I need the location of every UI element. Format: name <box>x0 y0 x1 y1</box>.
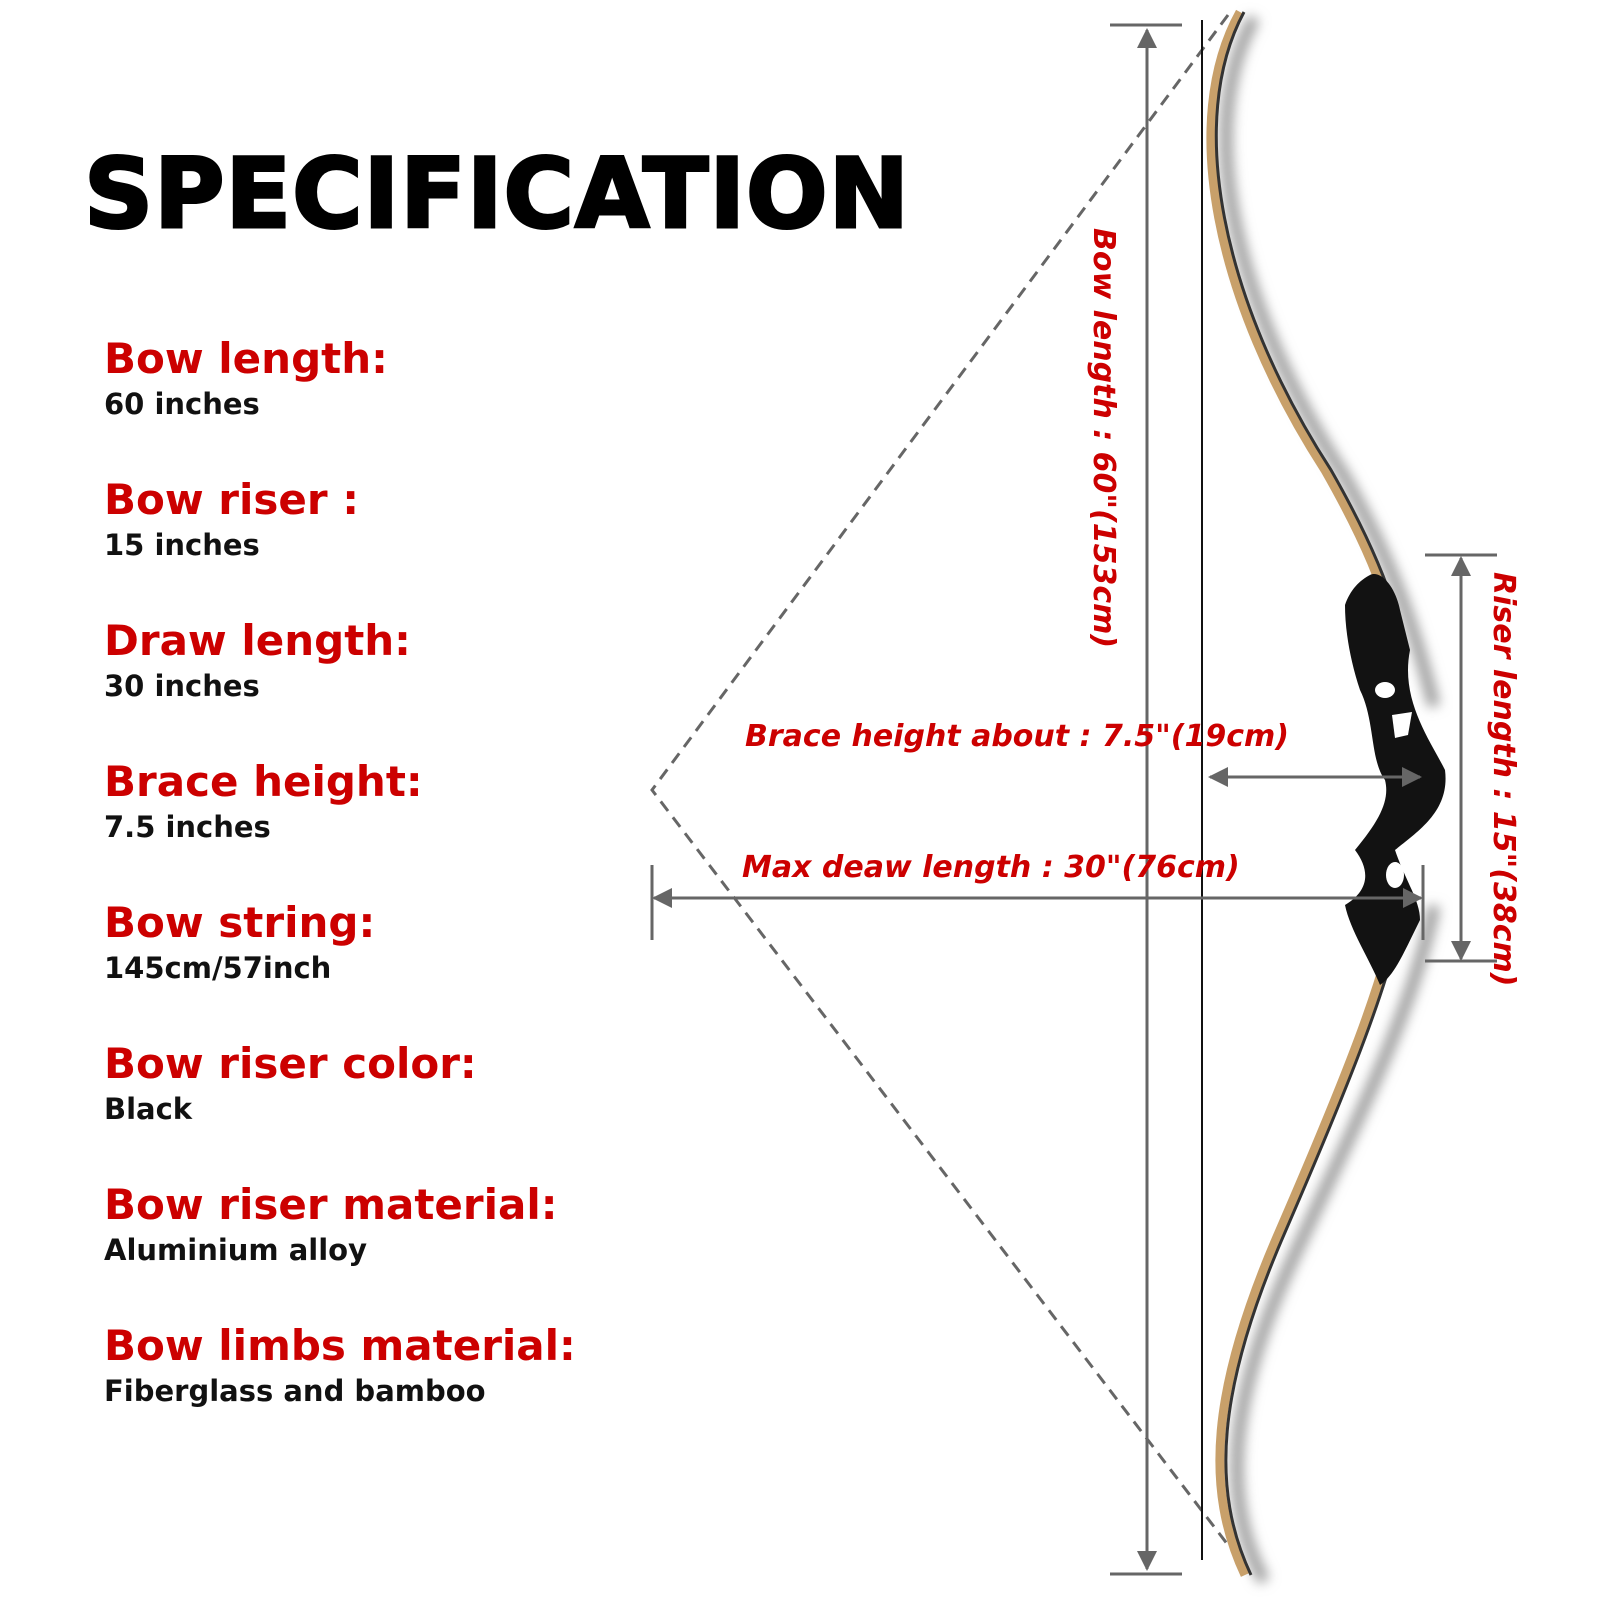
spec-label: Bow length: <box>104 334 388 383</box>
spec-value: 30 inches <box>104 669 260 703</box>
spec-label: Bow string: <box>104 898 376 947</box>
bow-length-annotation: Bow length : 60"(153cm) <box>1086 228 1121 648</box>
spec-item: Brace height: 7.5 inches <box>104 757 423 847</box>
spec-label: Bow riser material: <box>104 1180 558 1229</box>
riser-length-annotation: Riser length : 15"(38cm) <box>1486 572 1521 986</box>
spec-label: Bow riser : <box>104 475 360 524</box>
spec-value: 15 inches <box>104 528 260 562</box>
page-title: SPECIFICATION <box>83 137 911 252</box>
spec-item: Bow riser : 15 inches <box>104 475 359 565</box>
spec-label: Brace height: <box>104 757 423 806</box>
draw-guide-dashed <box>650 14 1230 1546</box>
spec-value: 60 inches <box>104 387 260 421</box>
lower-limb <box>1215 899 1405 1577</box>
spec-label: Draw length: <box>104 616 411 665</box>
spec-value: Fiberglass and bamboo <box>104 1374 486 1408</box>
spec-value: Aluminium alloy <box>104 1233 368 1267</box>
brace-height-annotation: Brace height about : 7.5"(19cm) <box>745 719 1289 754</box>
spec-item: Bow riser material: Aluminium alloy <box>104 1180 558 1270</box>
spec-item: Bow string: 145cm/57inch <box>104 898 375 988</box>
spec-label: Bow limbs material: <box>104 1321 576 1370</box>
spec-item: Bow limbs material: Fiberglass and bamboo <box>104 1321 576 1411</box>
spec-label: Bow riser color: <box>104 1039 477 1088</box>
spec-value: 145cm/57inch <box>104 951 332 985</box>
spec-item: Bow length: 60 inches <box>104 334 388 424</box>
spec-item: Bow riser color: Black <box>104 1039 477 1129</box>
max-draw-annotation: Max deaw length : 30"(76cm) <box>742 850 1240 885</box>
spec-item: Draw length: 30 inches <box>104 616 411 706</box>
spec-value: Black <box>104 1092 193 1126</box>
spec-value: 7.5 inches <box>104 810 271 844</box>
